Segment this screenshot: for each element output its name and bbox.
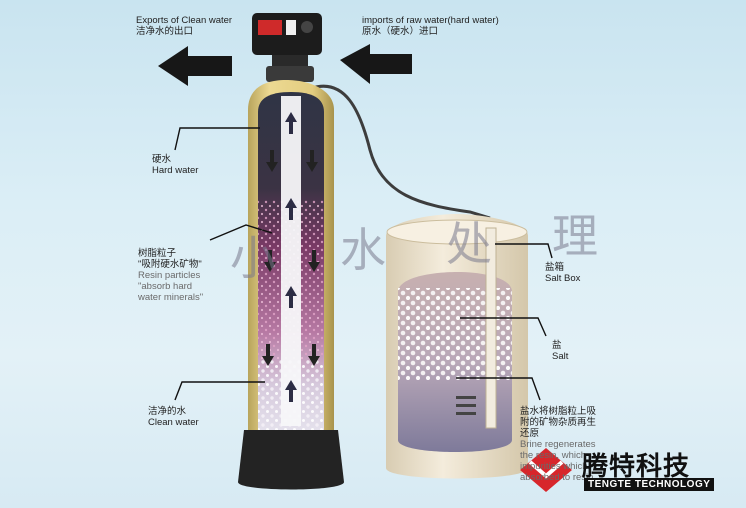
imports-label-cn: 原水（硬水）进口 [362,26,439,37]
hard-water-label-en: Hard water [152,165,199,176]
brine-tube [311,84,491,220]
leader-lines [174,127,553,401]
exports-label-en: Exports of Clean water [136,15,233,26]
resin-label-en1: Resin particles [138,270,201,281]
control-valve [252,13,322,82]
resin-label-cn: 树脂粒子 [138,248,177,259]
hard-water-label: 硬水 Hard water [152,154,198,176]
salt-box [386,214,528,479]
brand-name-cn: 腾特科技 [582,452,691,482]
clean-water-label-en: Clean water [148,417,199,428]
resin-label-cn2: "吸附硬水矿物" [138,259,202,270]
exports-label-cn: 洁净水的出口 [136,26,194,37]
clean-water-label: 洁净的水 Clean water [148,406,199,428]
imports-label-en: imports of raw water(hard water) [362,15,499,26]
hard-water-label-cn: 硬水 [152,154,172,165]
salt-label: 盐 Salt [552,340,568,362]
salt-box-label: 盐箱 Salt Box [545,262,580,284]
brine-label-en4: absorbed to resin [520,472,594,483]
imports-label: imports of raw water(hard water) 原水（硬水）进… [362,15,499,37]
brine-label-cn3: 还原 [520,428,540,439]
resin-label-en2: "absorb hard [138,281,193,292]
brine-label-en1: Brine regenerates [520,439,596,450]
resin-label: 树脂粒子 "吸附硬水矿物" Resin particles "absorb ha… [138,248,203,303]
exports-label: Exports of Clean water 洁净水的出口 [136,15,232,37]
brine-label-en3: impurities which [520,461,588,472]
import-arrow [340,44,412,84]
salt-box-label-en: Salt Box [545,273,581,284]
watermark-char-1: 小 [230,231,276,285]
brand-logo-icon [520,448,572,492]
brine-label-en2: the resin, which [520,450,587,461]
brine-label: 盐水将树脂粒上吸 附的矿物杂质再生 还原 Brine regenerates t… [520,406,596,483]
watermark-char-2: 水 [340,223,386,277]
export-arrow [158,46,232,86]
salt-label-en: Salt [552,351,569,362]
clean-water-label-cn: 洁净的水 [148,406,187,417]
watermark-char-4: 理 [552,209,598,263]
brine-label-cn1: 盐水将树脂粒上吸 [520,406,597,417]
brand-name-en: TENGTE TECHNOLOGY [584,478,715,491]
resin-tank [238,80,344,490]
salt-label-cn: 盐 [552,340,562,351]
brine-label-cn2: 附的矿物杂质再生 [520,417,597,428]
salt-box-label-cn: 盐箱 [545,262,565,273]
watermark-char-3: 处 [446,217,492,271]
resin-label-en3: water minerals" [138,292,204,303]
